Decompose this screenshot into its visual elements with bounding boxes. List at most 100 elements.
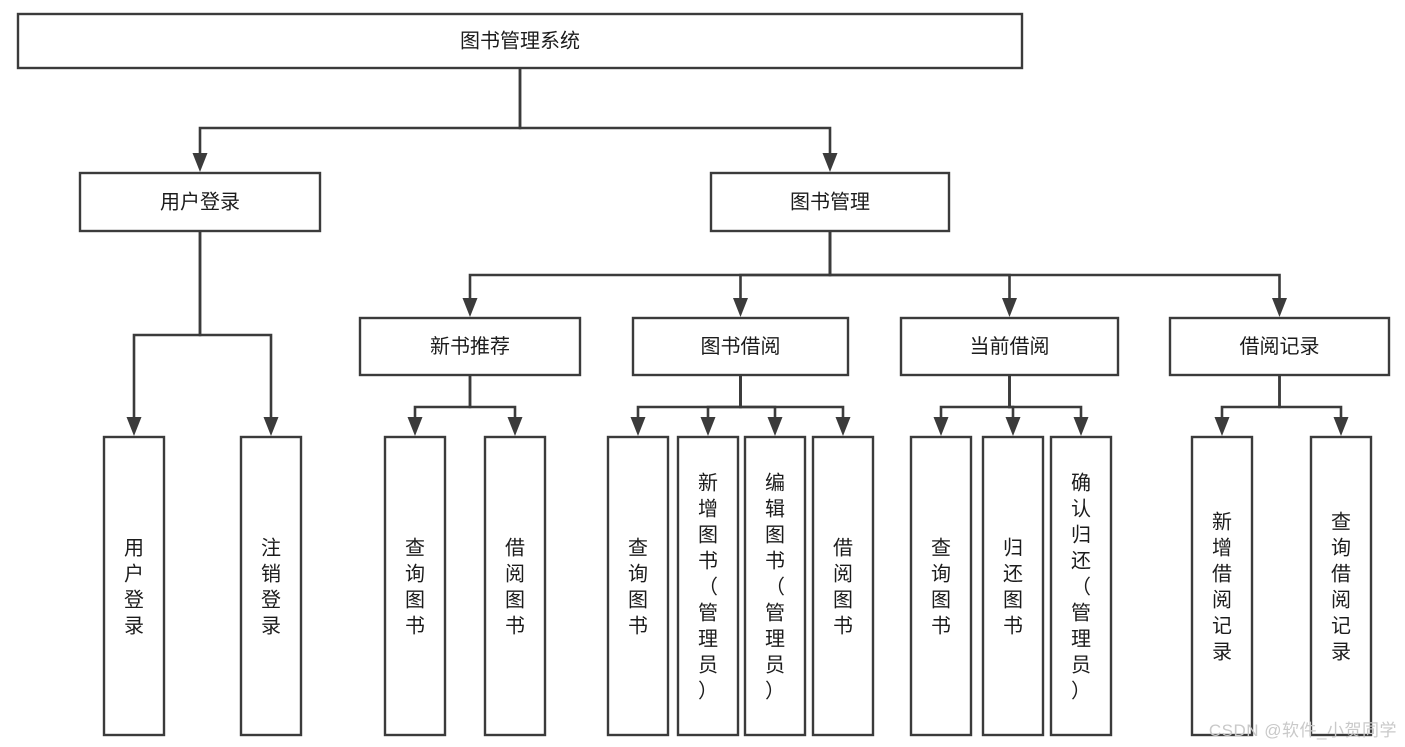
- node-label-leaf-rec-query-record: 查询借阅记录: [1331, 510, 1351, 663]
- node-label-book-manage: 图书管理: [790, 190, 870, 213]
- arrowhead-icon: [835, 417, 851, 436]
- arrowhead-icon: [1005, 417, 1021, 436]
- node-leaf-bor-borrow-book[interactable]: 借阅图书: [811, 435, 875, 737]
- arrowhead-icon: [126, 417, 142, 436]
- node-leaf-rec-query-book[interactable]: 查询图书: [383, 435, 447, 737]
- arrowhead-icon: [733, 298, 748, 317]
- node-box-leaf-rec-query-book: [383, 435, 447, 737]
- node-layer: 图书管理系统用户登录图书管理新书推荐图书借阅当前借阅借阅记录用户登录注销登录查询…: [16, 12, 1391, 737]
- node-box-book-manage: [709, 171, 951, 233]
- connector-book-manage-to-new-book-rec: [468, 231, 832, 298]
- connector-book-borrow-to-leaf-bor-query-book: [636, 375, 742, 417]
- arrowhead-icon: [462, 298, 478, 317]
- arrowhead-icon: [407, 417, 423, 436]
- node-label-leaf-user-login: 用户登录: [124, 537, 144, 637]
- node-label-leaf-rec-add-record: 新增借阅记录: [1212, 510, 1232, 663]
- node-box-leaf-cur-confirm-return: [1049, 435, 1113, 737]
- node-leaf-bor-edit-book[interactable]: 编辑图书（管理员）: [743, 435, 807, 737]
- node-label-leaf-bor-edit-book: 编辑图书（管理员）: [765, 471, 785, 702]
- node-label-leaf-user-logout: 注销登录: [261, 536, 281, 637]
- node-leaf-cur-confirm-return[interactable]: 确认归还（管理员）: [1049, 435, 1113, 737]
- node-leaf-bor-add-book[interactable]: 新增图书（管理员）: [676, 435, 740, 737]
- connector-root-to-user-login: [198, 68, 522, 153]
- node-label-current-borrow: 当前借阅: [970, 335, 1050, 358]
- node-label-leaf-bor-query-book: 查询图书: [628, 536, 648, 637]
- connector-current-borrow-to-leaf-cur-confirm-return: [1008, 375, 1083, 417]
- node-box-user-login: [78, 171, 322, 233]
- node-box-leaf-bor-edit-book: [743, 435, 807, 737]
- connector-book-manage-to-book-borrow: [739, 231, 832, 298]
- node-label-leaf-cur-query-book: 查询图书: [931, 536, 951, 637]
- node-box-leaf-bor-borrow-book: [811, 435, 875, 737]
- arrowhead-icon: [263, 417, 279, 436]
- arrowhead-icon: [1214, 417, 1230, 436]
- connector-book-manage-to-current-borrow: [828, 231, 1011, 298]
- node-box-leaf-rec-query-record: [1309, 435, 1373, 737]
- node-leaf-rec-query-record[interactable]: 查询借阅记录: [1309, 435, 1373, 737]
- node-box-leaf-user-logout: [239, 435, 303, 737]
- connector-book-borrow-to-leaf-bor-edit-book: [739, 375, 777, 417]
- arrowhead-icon: [1002, 298, 1017, 317]
- node-box-book-borrow: [631, 316, 850, 377]
- connector-new-book-rec-to-leaf-rec-borrow-book: [468, 375, 517, 417]
- arrowhead-icon: [630, 417, 646, 436]
- node-new-book-rec[interactable]: 新书推荐: [358, 316, 582, 377]
- node-box-leaf-bor-add-book: [676, 435, 740, 737]
- arrowhead-icon: [1333, 417, 1349, 436]
- node-box-leaf-bor-query-book: [606, 435, 670, 737]
- node-book-manage[interactable]: 图书管理: [709, 171, 951, 233]
- node-box-root: [16, 12, 1024, 70]
- node-borrow-record[interactable]: 借阅记录: [1168, 316, 1391, 377]
- node-box-leaf-cur-query-book: [909, 435, 973, 737]
- connector-borrow-record-to-leaf-rec-add-record: [1220, 375, 1281, 417]
- node-leaf-user-login[interactable]: 用户登录: [102, 435, 166, 737]
- node-label-user-login: 用户登录: [160, 190, 240, 213]
- node-label-leaf-bor-borrow-book: 借阅图书: [833, 536, 853, 637]
- node-root[interactable]: 图书管理系统: [16, 12, 1024, 70]
- connector-user-login-to-leaf-user-logout: [198, 231, 273, 417]
- connector-current-borrow-to-leaf-cur-query-book: [939, 375, 1011, 417]
- node-box-leaf-user-login: [102, 435, 166, 737]
- arrowhead-icon: [933, 417, 949, 436]
- connector-book-borrow-to-leaf-bor-add-book: [706, 375, 742, 417]
- connector-user-login-to-leaf-user-login: [132, 231, 202, 417]
- node-label-leaf-rec-query-book: 查询图书: [405, 536, 425, 637]
- node-label-root: 图书管理系统: [460, 29, 580, 52]
- node-box-borrow-record: [1168, 316, 1391, 377]
- arrowhead-icon: [1272, 298, 1287, 317]
- connector-layer: [126, 68, 1349, 436]
- arrowhead-icon: [700, 417, 716, 436]
- node-box-leaf-rec-add-record: [1190, 435, 1254, 737]
- arrowhead-icon: [192, 153, 208, 172]
- node-label-new-book-rec: 新书推荐: [430, 335, 510, 358]
- node-label-borrow-record: 借阅记录: [1240, 335, 1320, 358]
- node-leaf-cur-return-book[interactable]: 归还图书: [981, 435, 1045, 737]
- node-leaf-bor-query-book[interactable]: 查询图书: [606, 435, 670, 737]
- connector-new-book-rec-to-leaf-rec-query-book: [413, 375, 472, 417]
- node-current-borrow[interactable]: 当前借阅: [899, 316, 1120, 377]
- connector-book-borrow-to-leaf-bor-borrow-book: [739, 375, 845, 417]
- node-box-leaf-cur-return-book: [981, 435, 1045, 737]
- node-box-current-borrow: [899, 316, 1120, 377]
- node-leaf-rec-borrow-book[interactable]: 借阅图书: [483, 435, 547, 737]
- node-label-leaf-bor-add-book: 新增图书（管理员）: [698, 471, 718, 702]
- node-user-login[interactable]: 用户登录: [78, 171, 322, 233]
- node-label-book-borrow: 图书借阅: [701, 335, 781, 358]
- node-leaf-user-logout[interactable]: 注销登录: [239, 435, 303, 737]
- node-box-leaf-rec-borrow-book: [483, 435, 547, 737]
- node-leaf-cur-query-book[interactable]: 查询图书: [909, 435, 973, 737]
- node-box-new-book-rec: [358, 316, 582, 377]
- node-label-leaf-cur-return-book: 归还图书: [1003, 536, 1023, 637]
- node-leaf-rec-add-record[interactable]: 新增借阅记录: [1190, 435, 1254, 737]
- connector-book-manage-to-borrow-record: [828, 231, 1281, 298]
- node-label-leaf-cur-confirm-return: 确认归还（管理员）: [1071, 471, 1091, 702]
- arrowhead-icon: [822, 153, 838, 172]
- arrowhead-icon: [507, 417, 523, 436]
- connector-borrow-record-to-leaf-rec-query-record: [1278, 375, 1343, 417]
- connector-root-to-book-manage: [518, 68, 832, 153]
- node-label-leaf-rec-borrow-book: 借阅图书: [505, 536, 525, 637]
- arrowhead-icon: [1073, 417, 1089, 436]
- node-book-borrow[interactable]: 图书借阅: [631, 316, 850, 377]
